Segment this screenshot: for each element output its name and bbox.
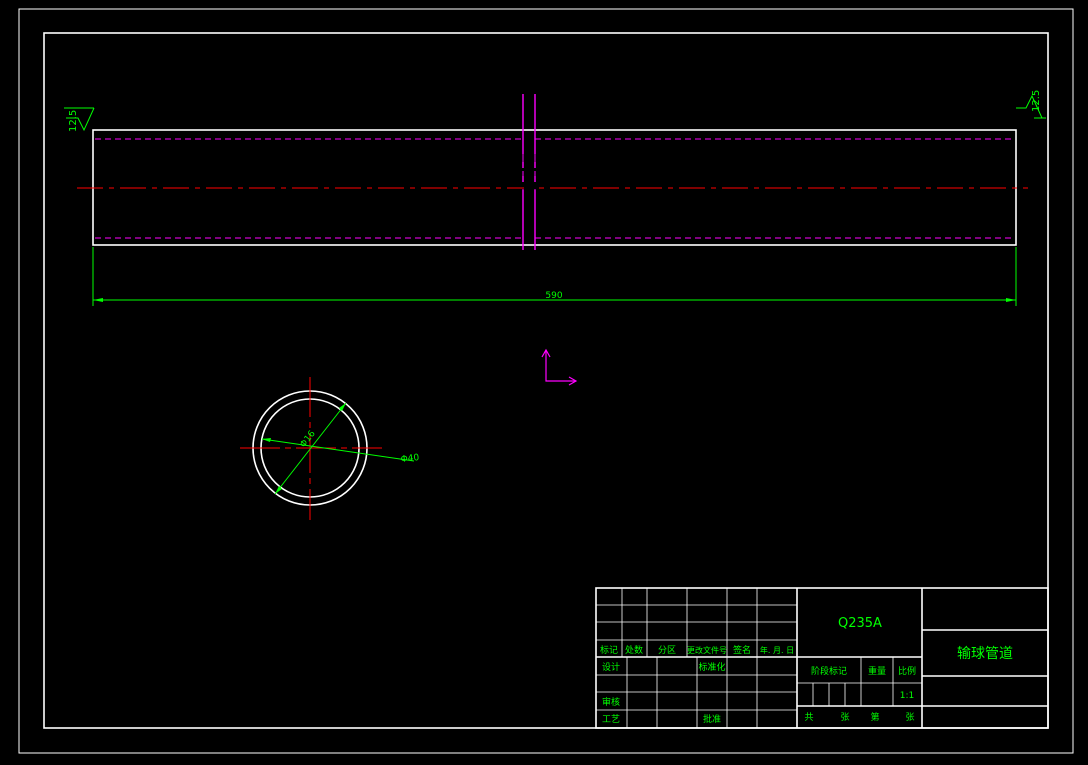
scale-value: 1:1: [900, 691, 914, 701]
label-weight: 重量: [868, 665, 886, 677]
rev-header-count: 处数: [625, 644, 643, 656]
label-standardize: 标准化: [698, 661, 725, 673]
arrow-right-icon: [1006, 298, 1016, 302]
ucs-arrow-x: [568, 376, 578, 386]
rev-header-date: 年. 月. 日: [760, 645, 794, 655]
label-total: 共: [804, 712, 813, 723]
rev-header-docno: 更改文件号: [687, 645, 727, 655]
outer-dia-dim-line: [261, 438, 415, 462]
label-sheet-unit: 张: [840, 712, 849, 723]
label-scale: 比例: [898, 665, 916, 677]
surface-finish-left-icon: [66, 107, 95, 132]
outer-dia-value: Φ40: [400, 453, 420, 465]
title-block-frame: [595, 587, 1049, 729]
ucs-icon: [541, 348, 578, 386]
label-approve: 批准: [703, 713, 721, 725]
surface-finish-right-value: 12.5: [1031, 90, 1042, 112]
outer-border: [18, 8, 1074, 754]
surface-finish-right[interactable]: 12.5: [1016, 90, 1046, 119]
break-gap: [524, 131, 534, 244]
outer-dia-arrow-icon: [262, 438, 271, 442]
pipe-section-view[interactable]: Φ16 Φ40: [240, 377, 420, 520]
inner-dia-arrow-icon: [339, 403, 346, 411]
material-value: Q235A: [838, 616, 882, 631]
rev-header-sign: 签名: [733, 644, 751, 656]
inner-dia-dim-line: [274, 402, 347, 495]
part-name: 输球管道: [957, 646, 1013, 662]
rev-header-mark: 标记: [600, 644, 618, 656]
label-design: 设计: [602, 661, 620, 673]
ucs-arrow-y: [541, 348, 551, 358]
label-process: 工艺: [602, 714, 620, 725]
label-stage-mark: 阶段标记: [811, 665, 847, 677]
surface-finish-right-icon: [1016, 94, 1043, 119]
pipe-side-view[interactable]: [77, 94, 1028, 268]
inner-border: [43, 32, 1049, 729]
arrow-left-icon: [93, 298, 103, 302]
title-block[interactable]: 标记 处数 分区 更改文件号 签名 年. 月. 日 设计 标准化 审核 工艺 批…: [595, 587, 1049, 729]
label-review: 审核: [602, 696, 620, 708]
ucs-axes: [545, 350, 576, 382]
label-sheet-no: 第: [870, 711, 879, 723]
surface-finish-left-value: 12.5: [68, 110, 79, 132]
length-dim-value: 590: [545, 291, 562, 301]
inner-dia-arrow2-icon: [275, 486, 282, 494]
surface-finish-left[interactable]: 12.5: [64, 107, 95, 132]
rev-header-zone: 分区: [658, 645, 676, 656]
length-dimension[interactable]: 590: [92, 247, 1017, 306]
label-sheet-unit2: 张: [905, 712, 914, 723]
